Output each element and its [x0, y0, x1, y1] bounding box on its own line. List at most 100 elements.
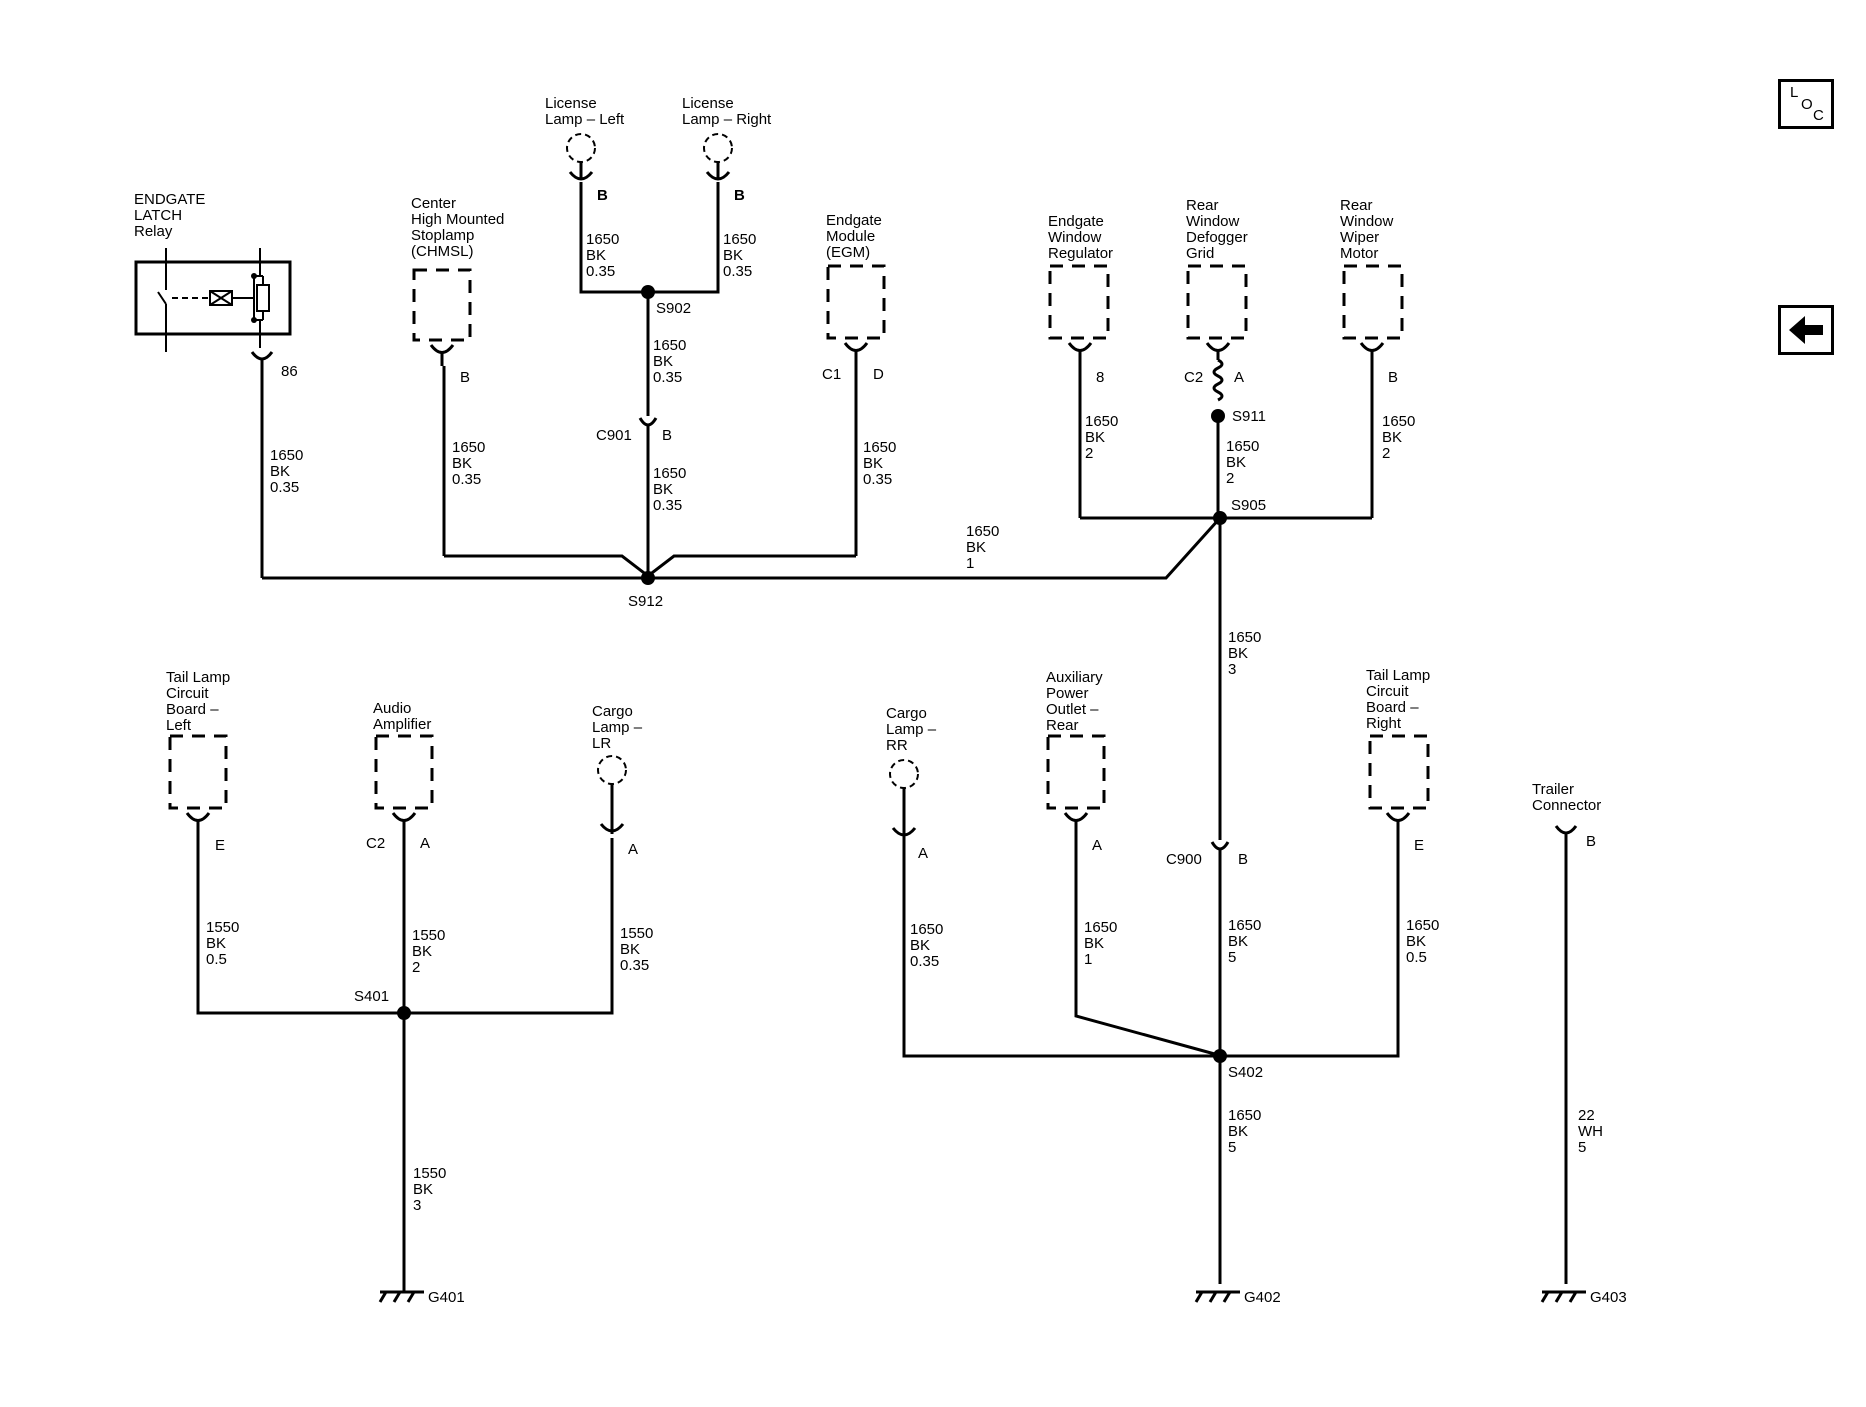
- wire-label: BK: [270, 463, 290, 480]
- diagram-label: Circuit: [166, 685, 209, 702]
- diagram-label: 0.35: [586, 263, 615, 280]
- tail-lamp-right-component: Tail Lamp Circuit Board – Right E: [1366, 667, 1430, 854]
- license-lamp-left: License Lamp – Left B: [545, 95, 625, 204]
- splice-s402: [1213, 1049, 1227, 1063]
- connector-c901: [638, 417, 658, 427]
- diagram-label: BK: [653, 481, 673, 498]
- diagram-label: (CHMSL): [411, 243, 474, 260]
- audio-amplifier-component: Audio Amplifier C2 A: [366, 700, 434, 852]
- diagram-label: Outlet –: [1046, 701, 1099, 718]
- diagram-label: C2: [366, 835, 385, 852]
- egm-component: Endgate Module (EGM) C1 D: [822, 212, 886, 383]
- diagram-label: Power: [1046, 685, 1089, 702]
- diagram-label: 1650: [1382, 413, 1415, 430]
- diagram-label: Rear: [1186, 197, 1219, 214]
- diagram-label: B: [1238, 851, 1248, 868]
- diagram-label: C901: [596, 427, 632, 444]
- diagram-label: B: [597, 187, 608, 204]
- diagram-label: B: [662, 427, 672, 444]
- diagram-label: 1: [966, 555, 974, 572]
- diagram-label: High Mounted: [411, 211, 504, 228]
- diagram-label: Trailer: [1532, 781, 1574, 798]
- diagram-label: A: [628, 841, 638, 858]
- diagram-label: Cargo: [886, 705, 927, 722]
- diagram-label: 1650: [586, 231, 619, 248]
- diagram-label: B: [1388, 369, 1398, 386]
- diagram-label: BK: [586, 247, 606, 264]
- diagram-label: 0.35: [653, 369, 682, 386]
- diagram-label: Motor: [1340, 245, 1378, 262]
- diagram-label: 8: [1096, 369, 1104, 386]
- diagram-label: A: [918, 845, 928, 862]
- relay-label-3: Relay: [134, 223, 173, 240]
- diagram-label: Grid: [1186, 245, 1214, 262]
- diagram-label: (EGM): [826, 244, 870, 261]
- diagram-label: 5: [1228, 949, 1236, 966]
- cargo-lamp-lr-component: Cargo Lamp – LR A: [592, 703, 643, 858]
- ground-g401: G401: [378, 1284, 465, 1306]
- diagram-label: 1650: [1228, 917, 1261, 934]
- diagram-label: License: [545, 95, 597, 112]
- loc-button[interactable]: L O C: [1778, 79, 1834, 129]
- aux-power-outlet-component: Auxiliary Power Outlet – Rear A: [1046, 669, 1106, 854]
- defogger-grid-component: Rear Window Defogger Grid C2 A: [1184, 197, 1248, 402]
- diagram-label: BK: [413, 1181, 433, 1198]
- diagram-label: License: [682, 95, 734, 112]
- relay-label-1: ENDGATE: [134, 191, 205, 208]
- diagram-label: LR: [592, 735, 611, 752]
- diagram-label: 1650: [1084, 919, 1117, 936]
- diagram-label: 2: [1226, 470, 1234, 487]
- diagram-label: BK: [1228, 1123, 1248, 1140]
- diagram-label: E: [215, 837, 225, 854]
- diagram-label: S911: [1232, 408, 1266, 425]
- diagram-label: Endgate: [826, 212, 882, 229]
- splice-s401: [397, 1006, 411, 1020]
- diagram-label: Stoplamp: [411, 227, 474, 244]
- diagram-label: S905: [1231, 497, 1266, 514]
- diagram-label: Tail Lamp: [1366, 667, 1430, 684]
- diagram-label: 0.5: [1406, 949, 1427, 966]
- diagram-label: BK: [723, 247, 743, 264]
- back-button[interactable]: [1778, 305, 1834, 355]
- diagram-label: Board –: [166, 701, 219, 718]
- diagram-label: Lamp – Right: [682, 111, 772, 128]
- diagram-label: Rear: [1340, 197, 1373, 214]
- diagram-label: 1550: [412, 927, 445, 944]
- diagram-label: 1650: [910, 921, 943, 938]
- diagram-label: D: [873, 366, 884, 383]
- diagram-label: G403: [1590, 1289, 1627, 1306]
- diagram-label: Window: [1048, 229, 1102, 246]
- diagram-label: BK: [1228, 933, 1248, 950]
- diagram-label: RR: [886, 737, 908, 754]
- diagram-label: A: [420, 835, 430, 852]
- relay-label-2: LATCH: [134, 207, 182, 224]
- diagram-label: E: [1414, 837, 1424, 854]
- diagram-label: S401: [354, 988, 389, 1005]
- diagram-label: 1650: [863, 439, 896, 456]
- diagram-label: 1650: [1228, 629, 1261, 646]
- loc-icon-o: O: [1801, 96, 1813, 113]
- diagram-label: Left: [166, 717, 192, 734]
- diagram-label: 2: [1085, 445, 1093, 462]
- diagram-label: G402: [1244, 1289, 1281, 1306]
- diagram-label: 5: [1578, 1139, 1586, 1156]
- diagram-label: Module: [826, 228, 875, 245]
- diagram-label: Cargo: [592, 703, 633, 720]
- diagram-label: A: [1234, 369, 1244, 386]
- wire-label: 0.35: [270, 479, 299, 496]
- diagram-label: Wiper: [1340, 229, 1379, 246]
- diagram-label: BK: [863, 455, 883, 472]
- diagram-label: C2: [1184, 369, 1203, 386]
- diagram-label: 0.35: [620, 957, 649, 974]
- diagram-label: BK: [966, 539, 986, 556]
- diagram-label: Window: [1340, 213, 1394, 230]
- diagram-label: 1550: [206, 919, 239, 936]
- diagram-label: 1650: [1085, 413, 1118, 430]
- ground-g402: G402: [1194, 1289, 1281, 1306]
- diagram-label: S402: [1228, 1064, 1263, 1081]
- diagram-label: 22: [1578, 1107, 1595, 1124]
- diagram-label: 0.35: [863, 471, 892, 488]
- diagram-label: BK: [412, 943, 432, 960]
- diagram-label: 0.35: [452, 471, 481, 488]
